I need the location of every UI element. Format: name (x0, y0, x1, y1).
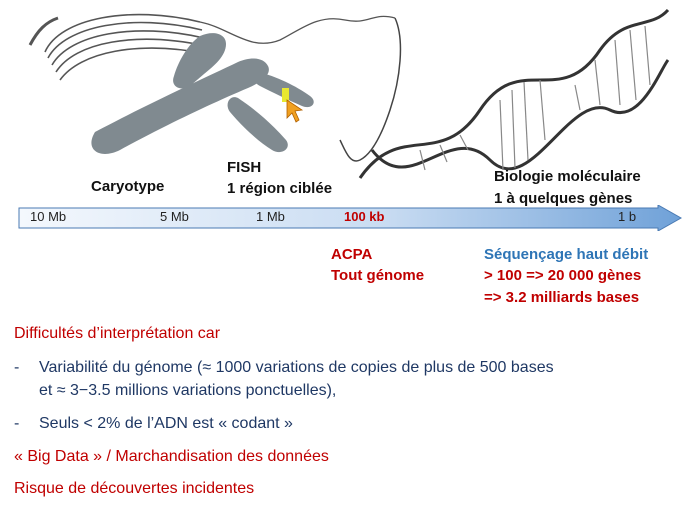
fish-label-line1: FISH (227, 159, 262, 176)
scale-tick-10mb: 10 Mb (30, 209, 67, 224)
biomol-label-line1: Biologie moléculaire (494, 168, 641, 185)
seq-label-line2: > 100 => 20 000 gènes (484, 267, 642, 284)
resolution-scale-arrow (18, 205, 683, 231)
incidental-findings-line: Risque de découvertes incidentes (14, 480, 255, 497)
fish-label-line2: 1 région ciblée (227, 180, 333, 197)
difficulties-heading-red: Difficultés d’interprétation (14, 325, 194, 342)
caryotype-label: Caryotype (91, 178, 165, 195)
chromosome-dna-illustration (28, 8, 670, 179)
difficulties-heading: Difficultés d’interprétation car (14, 323, 220, 345)
fish-probe-marker (282, 88, 289, 102)
chromatin-fiber (28, 13, 396, 81)
cursor-arrow-icon (286, 99, 304, 123)
bullet-dash: - (14, 415, 20, 432)
bullet-variability-line1: Variabilité du génome (≈ 1000 variations… (39, 359, 554, 376)
bullet-dash: - (14, 359, 20, 376)
scale-tick-5mb: 5 Mb (160, 209, 189, 224)
biomol-label-line2: 1 à quelques gènes (494, 190, 633, 207)
bullet-coding-text: Seuls < 2% de l’ADN est « codant » (39, 415, 293, 432)
scale-tick-100kb: 100 kb (344, 209, 385, 224)
seq-label-line3: => 3.2 milliards bases (484, 289, 640, 306)
acpa-label-line1: ACPA (331, 246, 373, 263)
seq-label-line1: Séquençage haut débit (484, 246, 649, 263)
chromosome-icon (91, 33, 314, 154)
acpa-label-line2: Tout génome (331, 267, 425, 284)
difficulties-heading-rest: car (193, 325, 221, 342)
dna-helix-icon (339, 8, 670, 179)
bullet-variability-line2: et ≈ 3−3.5 millions variations ponctuell… (39, 382, 337, 399)
scale-tick-1mb: 1 Mb (256, 209, 285, 224)
scale-tick-1b: 1 b (618, 209, 637, 224)
big-data-line: « Big Data » / Marchandisation des donné… (14, 448, 329, 465)
